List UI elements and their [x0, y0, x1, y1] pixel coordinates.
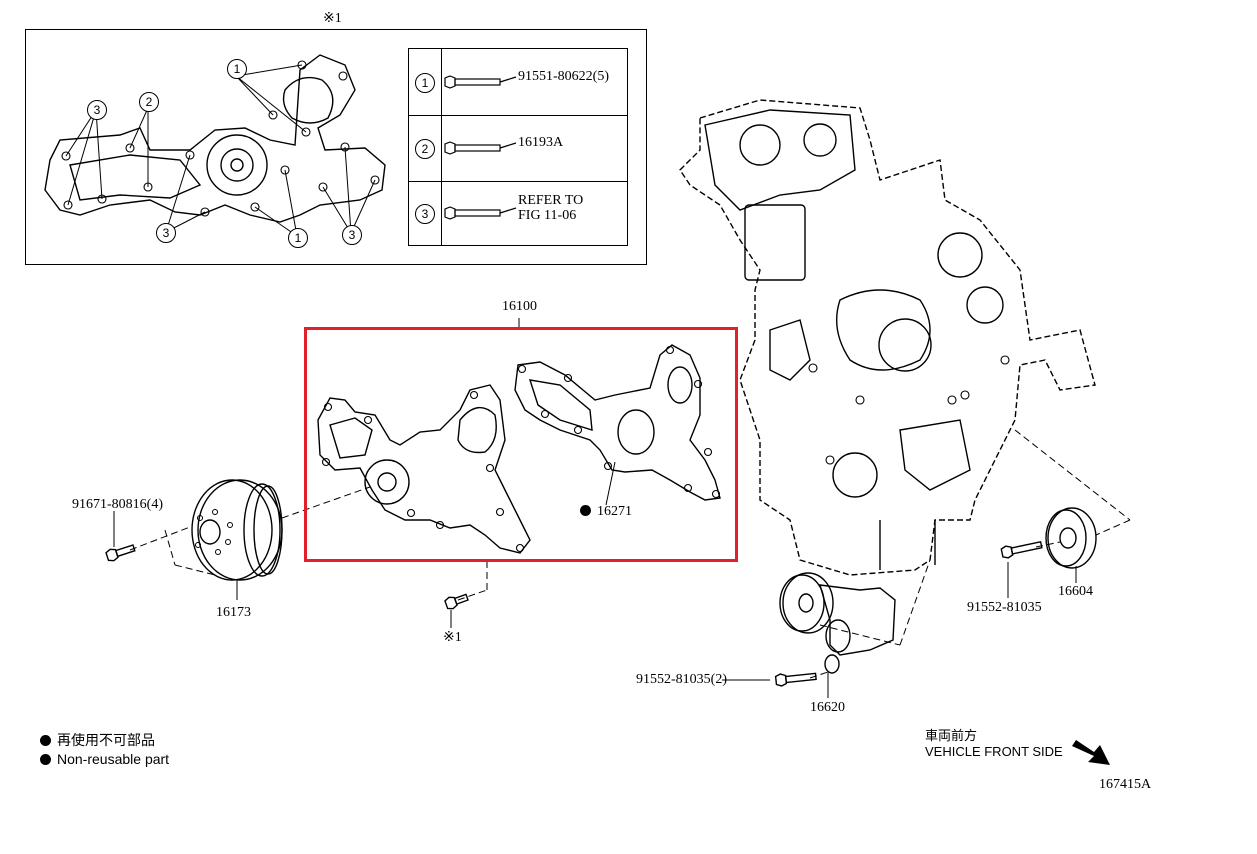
bolt-table-row-line — [409, 181, 627, 182]
direction-en: VEHICLE FRONT SIDE — [925, 744, 1063, 759]
table-bolt-icons — [444, 75, 517, 220]
table-num-2: 2 — [415, 139, 435, 159]
label-idler-bolt[interactable]: 91552-81035 — [967, 600, 1042, 615]
bolt-table-divider — [441, 49, 442, 245]
inset-callout-2: 2 — [139, 92, 159, 112]
label-tensioner-bolt[interactable]: 91552-81035(2) — [636, 672, 727, 687]
timing-chain-cover — [679, 99, 1096, 576]
table-part-3-line2: FIG 11-06 — [518, 208, 577, 223]
bolt-table-row-line — [409, 115, 627, 116]
assembly-lines — [129, 429, 1131, 679]
non-reusable-dot — [580, 505, 591, 516]
label-gasket[interactable]: 16271 — [580, 504, 632, 520]
label-pulley-bolt[interactable]: 91671-80816(4) — [72, 497, 163, 512]
idler-pulley — [1045, 507, 1097, 569]
front-direction-arrow — [1072, 740, 1110, 765]
label-tensioner[interactable]: 16620 — [810, 700, 845, 715]
label-gasket-text: 16271 — [597, 504, 632, 519]
inset-water-pump-outline — [44, 54, 386, 237]
legend-jp: 再使用不可部品 — [40, 732, 155, 748]
legend-jp-text: 再使用不可部品 — [57, 732, 155, 748]
legend-en: Non-reusable part — [40, 751, 169, 767]
table-part-3-line1: REFER TO — [518, 193, 584, 208]
legend-dot-jp — [40, 735, 51, 746]
table-num-3: 3 — [415, 204, 435, 224]
inset-callout-3a: 3 — [87, 100, 107, 120]
water-pump-gasket — [514, 344, 721, 501]
legend-en-text: Non-reusable part — [57, 751, 170, 767]
figure-code: 167415A — [1099, 777, 1152, 792]
label-pulley[interactable]: 16173 — [216, 605, 251, 620]
label-idler-pulley[interactable]: 16604 — [1058, 584, 1093, 599]
label-note-ref[interactable]: ※1 — [443, 630, 462, 645]
inset-note-mark: ※1 — [323, 11, 342, 26]
water-pump-pulley — [191, 479, 283, 581]
inset-callout-3c: 3 — [342, 225, 362, 245]
inset-callout-1b: 1 — [288, 228, 308, 248]
leader-lines — [113, 318, 1077, 698]
idler-bolt — [1000, 540, 1043, 559]
water-pump-bolt — [444, 593, 469, 610]
table-part-2: 16193A — [518, 135, 564, 150]
table-num-1: 1 — [415, 73, 435, 93]
belt-tensioner — [779, 572, 896, 674]
pulley-bolt — [105, 544, 136, 562]
table-part-1: 91551-80622(5) — [518, 69, 609, 84]
highlight-box — [304, 327, 738, 562]
legend-dot-en — [40, 754, 51, 765]
inset-frame — [25, 29, 647, 265]
direction-jp: 車両前方 — [925, 728, 978, 743]
water-pump-assy — [317, 384, 531, 554]
inset-callout-3b: 3 — [156, 223, 176, 243]
inset-callout-1a: 1 — [227, 59, 247, 79]
label-water-pump-assy[interactable]: 16100 — [502, 299, 537, 314]
bolt-table — [408, 48, 628, 246]
